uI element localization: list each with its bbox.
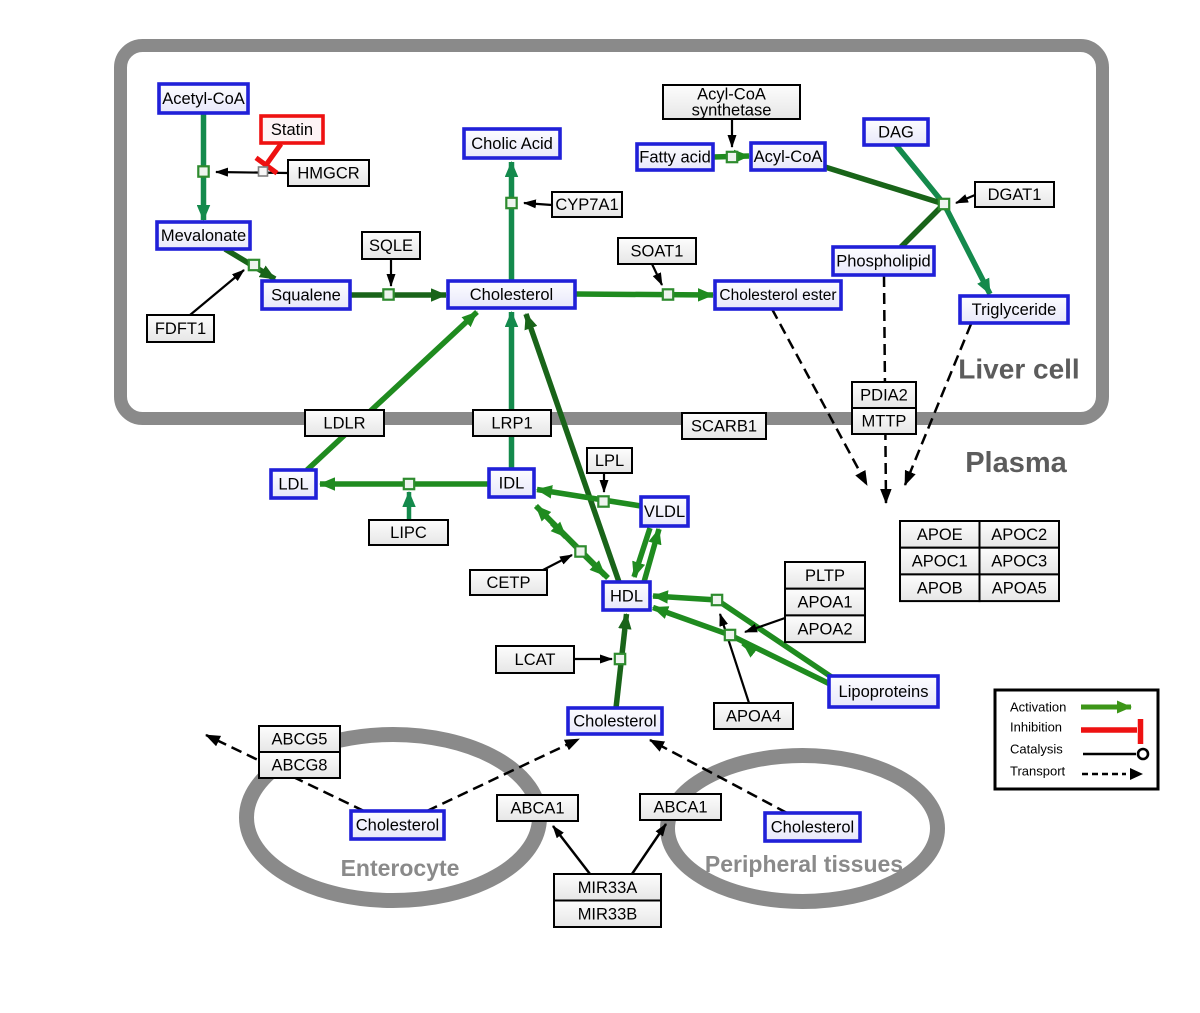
svg-text:Plasma: Plasma [965,447,1067,479]
svg-text:Peripheral tissues: Peripheral tissues [705,851,903,877]
svg-text:Cholesterol: Cholesterol [771,819,854,837]
svg-text:Transport: Transport [1010,764,1066,779]
svg-text:Acetyl-CoA: Acetyl-CoA [162,90,245,108]
svg-text:Statin: Statin [271,121,313,139]
svg-text:LCAT: LCAT [515,651,556,669]
svg-text:Cholic Acid: Cholic Acid [471,135,553,153]
svg-text:APOA5: APOA5 [992,579,1047,597]
svg-text:Acyl-CoA: Acyl-CoA [697,86,766,104]
svg-text:Fatty acid: Fatty acid [639,149,711,167]
svg-text:DAG: DAG [878,124,914,142]
svg-text:Catalysis: Catalysis [1010,742,1063,757]
svg-text:HMGCR: HMGCR [297,165,359,183]
svg-text:Triglyceride: Triglyceride [972,301,1057,319]
svg-text:DGAT1: DGAT1 [988,186,1042,204]
svg-text:Phospholipid: Phospholipid [836,253,931,271]
svg-text:Activation: Activation [1010,700,1066,715]
svg-text:LPL: LPL [595,452,624,470]
svg-text:APOA4: APOA4 [726,708,781,726]
svg-text:ABCG8: ABCG8 [272,757,328,775]
svg-text:SQLE: SQLE [369,237,413,255]
svg-text:Cholesterol: Cholesterol [356,817,439,835]
svg-text:APOA2: APOA2 [797,620,852,638]
svg-text:SCARB1: SCARB1 [691,418,757,436]
svg-text:Cholesterol: Cholesterol [470,286,553,304]
svg-text:Squalene: Squalene [271,287,341,305]
svg-text:APOC2: APOC2 [991,526,1047,544]
svg-text:ABCG5: ABCG5 [272,731,328,749]
svg-text:PLTP: PLTP [805,567,845,585]
svg-text:Inhibition: Inhibition [1010,720,1062,735]
svg-text:Mevalonate: Mevalonate [161,227,246,245]
svg-text:Cholesterol ester: Cholesterol ester [719,287,836,304]
svg-text:IDL: IDL [499,475,525,493]
svg-text:APOB: APOB [917,579,963,597]
svg-text:FDFT1: FDFT1 [155,320,206,338]
svg-text:VLDL: VLDL [644,503,685,521]
svg-text:CYP7A1: CYP7A1 [555,196,618,214]
svg-text:synthetase: synthetase [692,102,772,120]
svg-text:APOE: APOE [917,526,963,544]
svg-text:SOAT1: SOAT1 [631,243,684,261]
svg-text:ABCA1: ABCA1 [510,800,564,818]
svg-text:MIR33B: MIR33B [578,905,638,923]
svg-text:PDIA2: PDIA2 [860,387,908,405]
svg-text:LDL: LDL [278,476,308,494]
svg-text:MTTP: MTTP [862,413,907,431]
svg-text:APOC1: APOC1 [912,553,968,571]
svg-text:APOC3: APOC3 [991,553,1047,571]
svg-text:Liver cell: Liver cell [958,354,1079,385]
svg-text:MIR33A: MIR33A [578,879,638,897]
svg-text:HDL: HDL [610,588,643,606]
svg-text:ABCA1: ABCA1 [653,799,707,817]
svg-text:LIPC: LIPC [390,524,427,542]
svg-text:CETP: CETP [486,574,530,592]
svg-text:Lipoproteins: Lipoproteins [839,683,929,701]
svg-text:LRP1: LRP1 [491,415,532,433]
svg-text:APOA1: APOA1 [797,594,852,612]
svg-text:LDLR: LDLR [323,415,365,433]
svg-text:Cholesterol: Cholesterol [573,713,656,731]
svg-text:Enterocyte: Enterocyte [341,855,460,881]
svg-text:Acyl-CoA: Acyl-CoA [754,148,823,166]
